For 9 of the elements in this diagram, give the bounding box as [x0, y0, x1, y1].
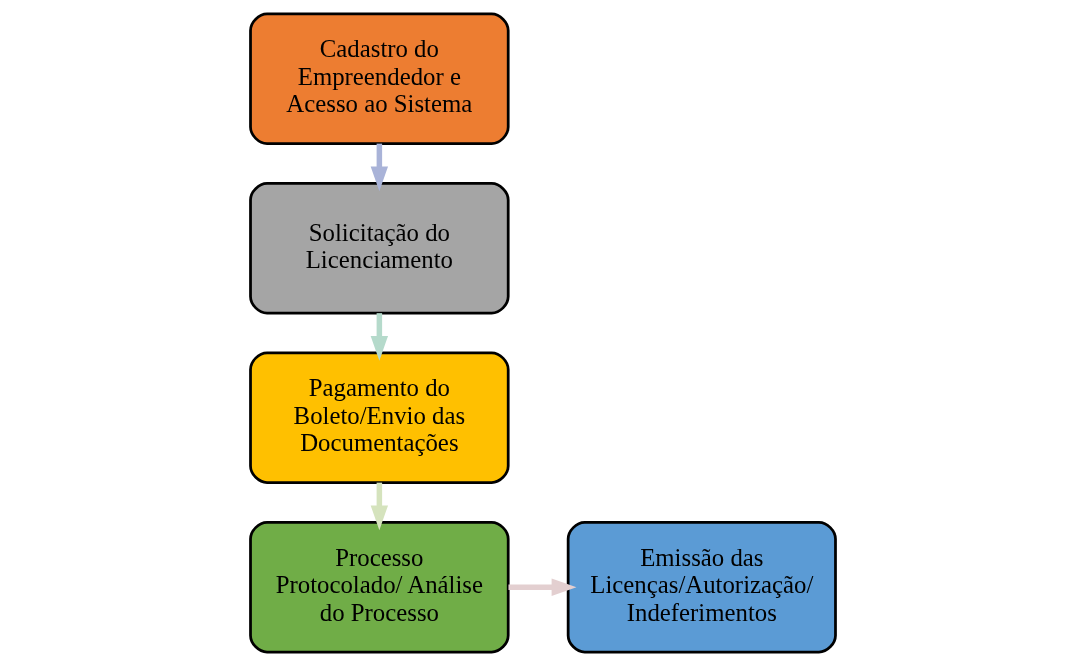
- node-box: Emissão das Licenças/Autorização/ Indeferimentos: [566, 521, 837, 654]
- node-box: Processo Protocolado/ Análise do Processo: [249, 521, 510, 654]
- arrow: [508, 578, 577, 596]
- arrow: [370, 482, 389, 531]
- node-box: Cadastro do Empreendedor e Acesso ao Sistema: [249, 12, 510, 145]
- node-box: Pagamento do Boleto/Envio das Documentações: [249, 351, 510, 484]
- node-box: Solicitação do Licenciamento: [249, 182, 510, 315]
- arrow: [370, 143, 389, 192]
- arrow: [370, 313, 389, 361]
